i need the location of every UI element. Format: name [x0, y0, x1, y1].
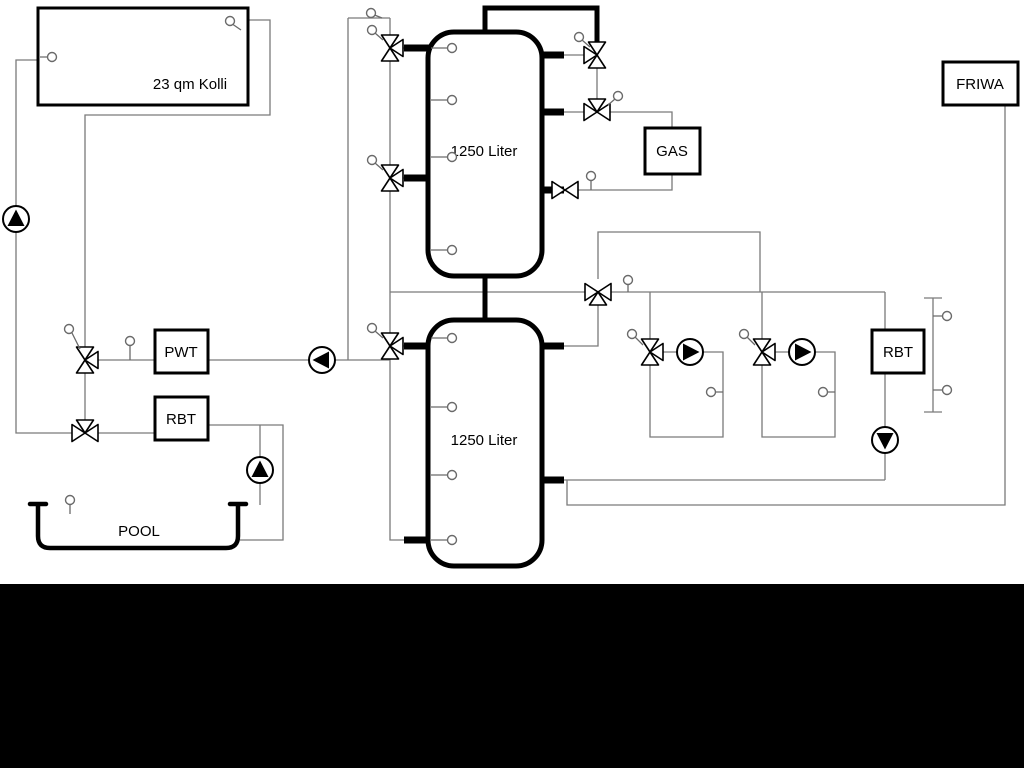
- footer-band: [0, 584, 1024, 768]
- tank-temp-sensor-icon: [446, 534, 458, 546]
- pwt-label: PWT: [164, 344, 197, 361]
- tank-temp-sensor-icon: [446, 401, 458, 413]
- friwa-label: FRIWA: [956, 76, 1004, 93]
- tank-temp-sensor-icon: [446, 332, 458, 344]
- temp-sensor-icon: [63, 323, 75, 335]
- tank-bottom-label: 1250 Liter: [451, 432, 518, 449]
- tank-temp-sensor-icon: [446, 244, 458, 256]
- tank-temp-sensor-icon: [446, 151, 458, 163]
- solar-collector-box: 23 qm Kolli: [36, 6, 250, 107]
- sensor-stems: [40, 14, 943, 541]
- temp-sensor-icon: [817, 386, 829, 398]
- friwa-box: FRIWA: [941, 60, 1020, 107]
- tank-temp-sensor-icon: [446, 469, 458, 481]
- temp-sensor-icon: [64, 494, 76, 506]
- gas-boiler-box: GAS: [643, 126, 702, 176]
- rbt-left-label: RBT: [166, 411, 196, 428]
- tank-temp-sensor-icon: [446, 94, 458, 106]
- temp-sensor-icon: [366, 322, 378, 334]
- temp-sensor-icon: [585, 170, 597, 182]
- rbt-left-box: RBT: [153, 395, 210, 442]
- tank-top-label: 1250 Liter: [451, 143, 518, 160]
- temp-sensor-icon: [573, 31, 585, 43]
- pwt-heat-exchanger-box: PWT: [153, 328, 210, 375]
- pool-label: POOL: [118, 523, 160, 540]
- pwt-pump-icon: [308, 346, 336, 374]
- rbt-right-box: RBT: [870, 328, 926, 375]
- temp-sensor-icon: [366, 154, 378, 166]
- temp-sensor-icon: [366, 24, 378, 36]
- buffer-tank-bottom: 1250 Liter: [425, 317, 545, 569]
- temp-sensor-icon: [941, 310, 953, 322]
- heating-circuit-1-pump-icon: [676, 338, 704, 366]
- pool-pump-icon: [246, 456, 274, 484]
- temp-sensor-icon: [124, 335, 136, 347]
- buffer-tank-top: 1250 Liter: [425, 29, 545, 279]
- temp-sensor-icon: [224, 15, 236, 27]
- temp-sensor-icon: [612, 90, 624, 102]
- main-pipe-thick: [482, 5, 600, 324]
- solar-pump-icon: [2, 205, 30, 233]
- rbt-right-label: RBT: [883, 344, 913, 361]
- rbt-pump-icon: [871, 426, 899, 454]
- collector-label: 23 qm Kolli: [153, 76, 227, 93]
- temp-sensor-icon: [365, 7, 377, 19]
- temp-sensor-icon: [705, 386, 717, 398]
- temp-sensor-icon: [626, 328, 638, 340]
- temp-sensor-icon: [941, 384, 953, 396]
- tank-temp-sensor-icon: [446, 42, 458, 54]
- heating-circuit-2-pump-icon: [788, 338, 816, 366]
- temp-sensor-icon: [622, 274, 634, 286]
- pool: POOL: [27, 501, 249, 551]
- gas-label: GAS: [656, 143, 688, 160]
- temp-sensor-icon: [46, 51, 58, 63]
- temp-sensor-icon: [738, 328, 750, 340]
